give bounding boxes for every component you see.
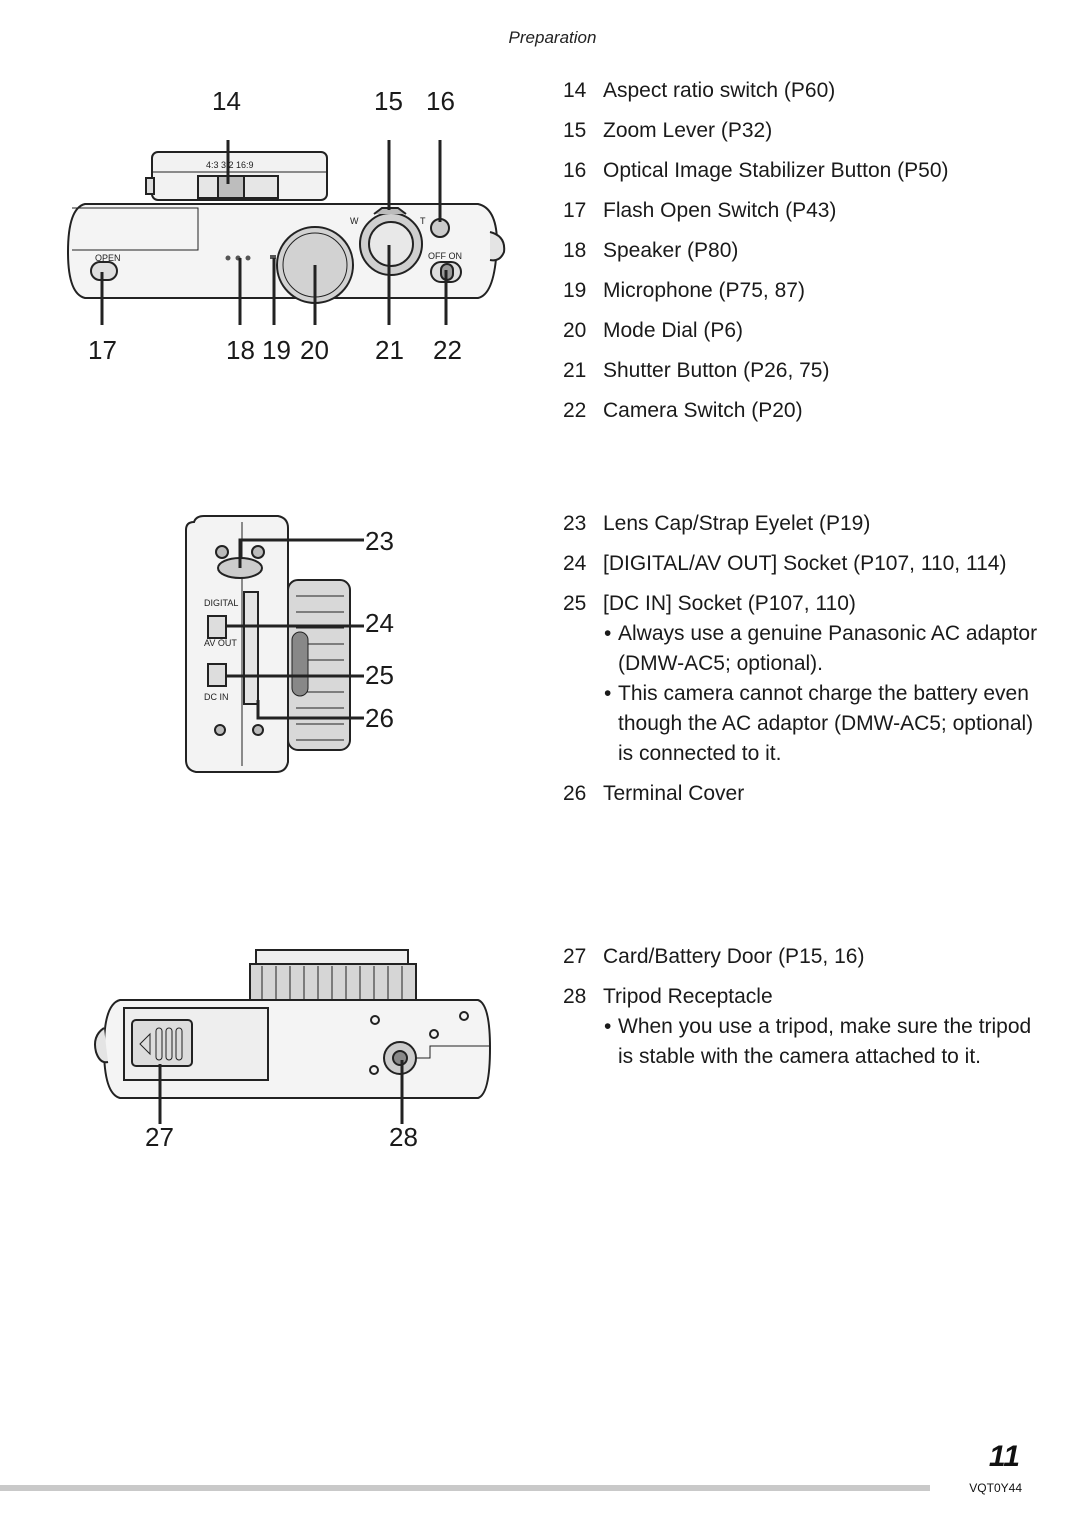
part-label: Aspect ratio switch (P60) — [603, 79, 836, 102]
part-label: Shutter Button (P26, 75) — [603, 359, 830, 382]
part-label: [DC IN] Socket (P107, 110) — [603, 592, 856, 615]
part-item: 25 [DC IN] Socket (P107, 110) — [563, 589, 1043, 619]
tele-marking: T — [420, 216, 426, 226]
callout-17: 17 — [88, 335, 117, 365]
part-number: 17 — [563, 199, 587, 222]
part-item: 28 Tripod Receptacle — [563, 982, 1043, 1012]
part-label: Camera Switch (P20) — [603, 399, 803, 422]
part-number: 25 — [563, 592, 587, 615]
part-number: 14 — [563, 79, 587, 102]
av-out-marking: AV OUT — [204, 638, 237, 648]
part-label: Microphone (P75, 87) — [603, 279, 805, 302]
callout-16: 16 — [426, 86, 455, 116]
part-item: 20 Mode Dial (P6) — [563, 316, 1043, 346]
part-label: Speaker (P80) — [603, 239, 739, 262]
document-code: VQT0Y44 — [969, 1481, 1022, 1495]
bullet-glyph: • — [604, 622, 612, 645]
callout-23: 23 — [365, 526, 394, 556]
part-item: 14 Aspect ratio switch (P60) — [563, 76, 1043, 106]
part-label: Zoom Lever (P32) — [603, 119, 773, 142]
digital-marking: DIGITAL — [204, 598, 238, 608]
part-number: 24 — [563, 552, 587, 575]
part-label: Card/Battery Door (P15, 16) — [603, 945, 865, 968]
note-text: When you use a tripod, make sure the tri… — [618, 1015, 1032, 1068]
part-label: Tripod Receptacle — [603, 985, 773, 1008]
off-on-marking: OFF ON — [428, 251, 462, 261]
part-item: 18 Speaker (P80) — [563, 236, 1043, 266]
bullet-glyph: • — [604, 1015, 612, 1038]
part-item: 19 Microphone (P75, 87) — [563, 276, 1043, 306]
part-item: 17 Flash Open Switch (P43) — [563, 196, 1043, 226]
callout-14: 14 — [212, 86, 241, 116]
part-item: 22 Camera Switch (P20) — [563, 396, 1043, 426]
section-header: Preparation — [508, 28, 597, 47]
callout-25: 25 — [365, 660, 394, 690]
callout-18: 18 — [226, 335, 255, 365]
part-number: 28 — [563, 985, 587, 1008]
part-item: 26 Terminal Cover — [563, 779, 1043, 809]
part-item: 15 Zoom Lever (P32) — [563, 116, 1043, 146]
part-item: 27 Card/Battery Door (P15, 16) — [563, 942, 1043, 972]
part-label: Mode Dial (P6) — [603, 319, 744, 342]
note-text: This camera cannot charge the battery ev… — [618, 682, 1034, 765]
camera-side-view-diagram: DIGITAL AV OUT DC IN — [185, 515, 364, 773]
page-number: 11 — [988, 1440, 1020, 1473]
wide-marking: W — [350, 216, 359, 226]
part-number: 23 — [563, 512, 587, 535]
camera-bottom-view-diagram — [94, 949, 492, 1124]
parts-list-bottom: 27 Card/Battery Door (P15, 16) 28 Tripod R… — [563, 942, 1043, 1072]
camera-top-view-diagram: 4:3 3:2 16:9 W T OPEN OFF ON — [66, 140, 506, 325]
callout-24: 24 — [365, 608, 394, 638]
part-label: Terminal Cover — [603, 782, 745, 805]
dc-in-marking: DC IN — [204, 692, 229, 702]
parts-list-side: 23 Lens Cap/Strap Eyelet (P19) 24 [DIGITAL… — [563, 509, 1043, 809]
part-item: 23 Lens Cap/Strap Eyelet (P19) — [563, 509, 1043, 539]
callout-22: 22 — [433, 335, 462, 365]
note-bullet: • Always use a genuine Panasonic AC adapt… — [563, 619, 1043, 679]
callout-28: 28 — [389, 1122, 418, 1152]
callout-21: 21 — [375, 335, 404, 365]
aspect-ratio-marking: 4:3 3:2 16:9 — [206, 160, 254, 170]
part-number: 27 — [563, 945, 587, 968]
part-number: 21 — [563, 359, 587, 382]
callout-26: 26 — [365, 703, 394, 733]
bullet-glyph: • — [604, 682, 612, 705]
part-item: 24 [DIGITAL/AV OUT] Socket (P107, 110, 11… — [563, 549, 1013, 579]
part-number: 16 — [563, 159, 587, 182]
part-item: 16 Optical Image Stabilizer Button (P50) — [563, 156, 1043, 186]
part-number: 18 — [563, 239, 587, 262]
part-number: 22 — [563, 399, 587, 422]
parts-list-top: 14 Aspect ratio switch (P60) 15 Zoom Lever… — [563, 76, 1043, 426]
part-number: 15 — [563, 119, 587, 142]
part-number: 20 — [563, 319, 587, 342]
part-item: 21 Shutter Button (P26, 75) — [563, 356, 1043, 386]
note-bullet: • When you use a tripod, make sure the tr… — [563, 1012, 1043, 1072]
open-marking: OPEN — [95, 253, 121, 263]
part-label: Lens Cap/Strap Eyelet (P19) — [603, 512, 871, 535]
callout-20: 20 — [300, 335, 329, 365]
part-label: Flash Open Switch (P43) — [603, 199, 837, 222]
callout-27: 27 — [145, 1122, 174, 1152]
callout-15: 15 — [374, 86, 403, 116]
part-label: Optical Image Stabilizer Button (P50) — [603, 159, 949, 182]
callout-19: 19 — [262, 335, 291, 365]
part-number: 19 — [563, 279, 587, 302]
part-label: [DIGITAL/AV OUT] Socket (P107, 110, 114) — [603, 552, 1007, 575]
part-number: 26 — [563, 782, 587, 805]
note-bullet: • This camera cannot charge the battery e… — [563, 679, 1043, 769]
footer-rule — [0, 1485, 930, 1491]
note-text: Always use a genuine Panasonic AC adapto… — [618, 622, 1038, 675]
